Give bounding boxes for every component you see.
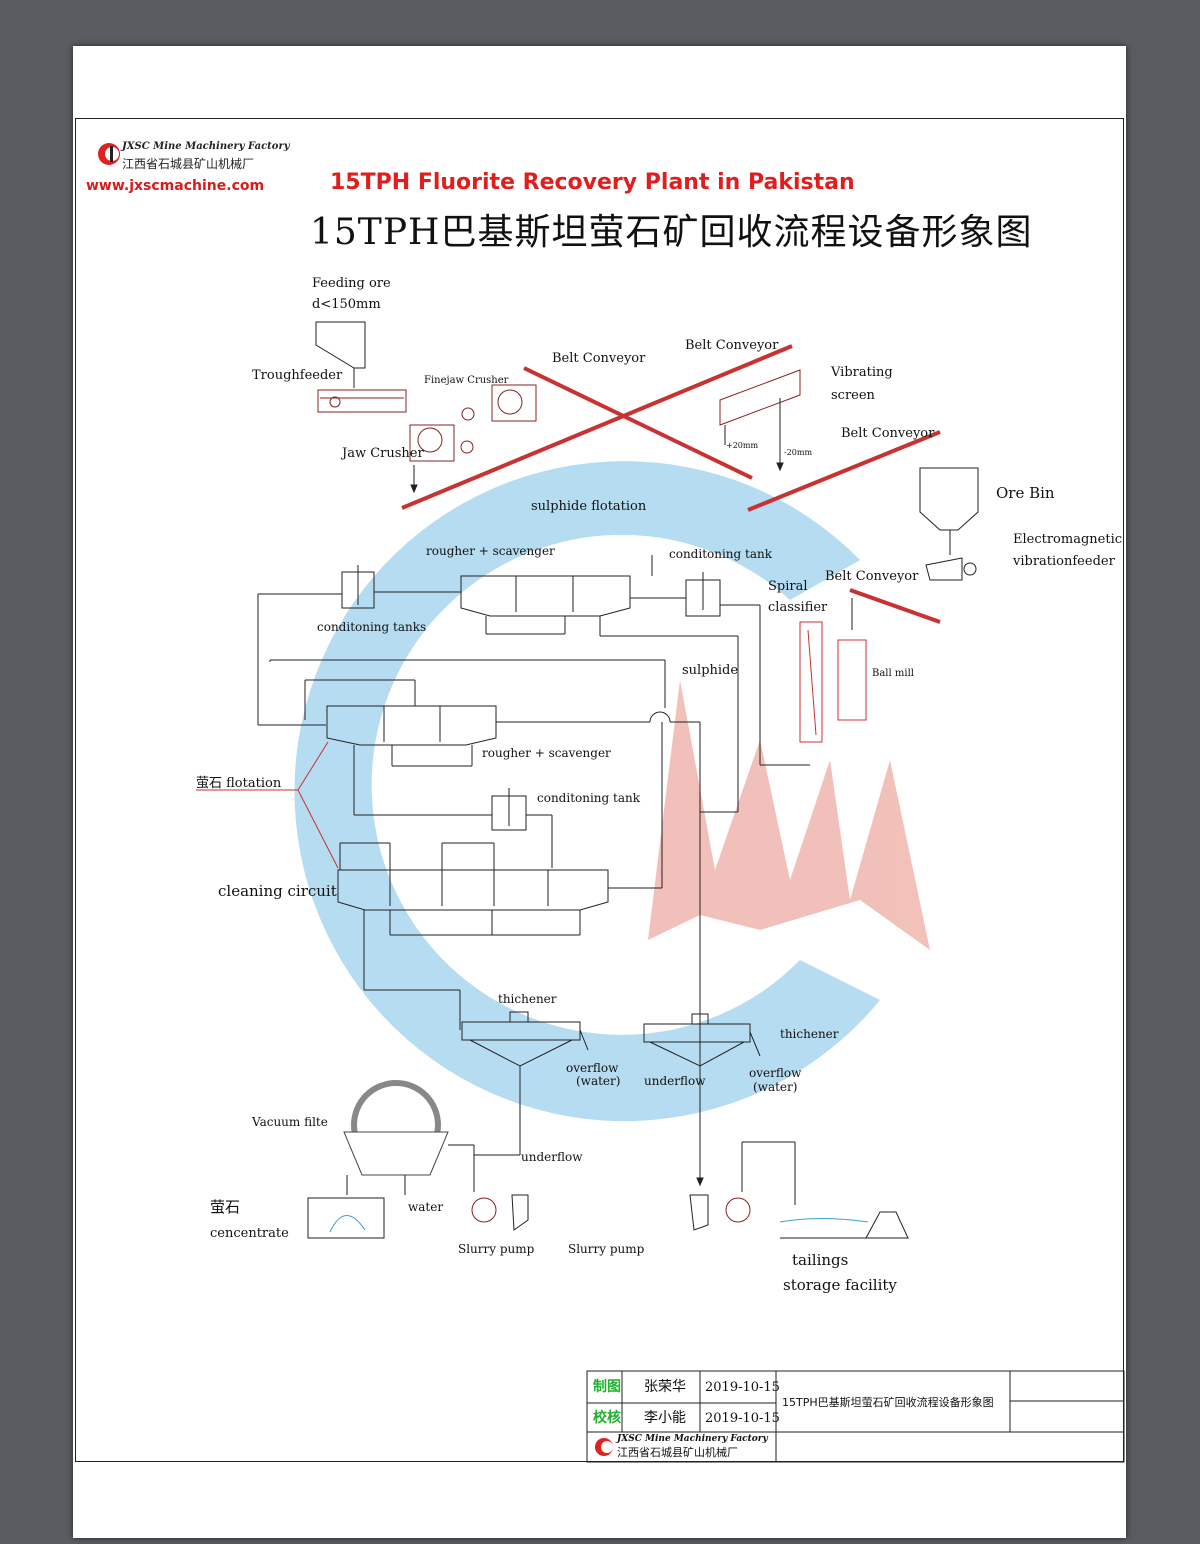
label-overflow-2: overflow	[749, 1066, 802, 1080]
tb-drawn-date: 2019-10-15	[705, 1380, 780, 1395]
tb-brand-en: JXSC Mine Machinery Factory	[617, 1434, 768, 1444]
label-plus20: +20mm	[726, 441, 759, 450]
label-belt-conveyor-1: Belt Conveyor	[552, 351, 646, 366]
label-conditioning-tank-1: conditoning tank	[669, 547, 773, 561]
slurry-pump-1-box	[511, 1194, 529, 1231]
slurry-pump-1	[471, 1197, 497, 1223]
finejaw-crusher	[491, 384, 537, 422]
label-conditioning-tank-2: conditoning tank	[537, 791, 641, 805]
label-tailings-2: storage facility	[783, 1276, 897, 1294]
label-ball-mill: Ball mill	[872, 668, 914, 679]
spiral-classifier	[799, 621, 823, 743]
label-vibrating-screen-2: screen	[831, 388, 875, 403]
label-minus20: -20mm	[784, 448, 813, 457]
feed-hopper	[315, 321, 366, 369]
watermark-logo	[294, 461, 930, 1122]
website-link[interactable]: www.jxscmachine.com	[86, 178, 265, 194]
label-feeding-ore: Feeding ore	[312, 276, 391, 291]
slurry-pump-2	[725, 1197, 751, 1223]
title-block-logo-icon	[595, 1438, 613, 1456]
label-sulphide-flotation: sulphide flotation	[531, 499, 647, 514]
belt-conveyor-3	[747, 430, 941, 512]
tb-drawing-title: 15TPH巴基斯坦萤石矿回收流程设备形象图	[782, 1396, 994, 1409]
trough-feeder	[317, 389, 407, 413]
label-belt-conveyor-2: Belt Conveyor	[685, 338, 779, 353]
title-cn: 15TPH巴基斯坦萤石矿回收流程设备形象图	[310, 212, 1033, 253]
tb-drawn-label: 制图	[593, 1379, 621, 1395]
label-water-1: (water)	[576, 1074, 621, 1088]
title-en: 15TPH Fluorite Recovery Plant in Pakista…	[330, 170, 855, 195]
label-em-feeder-2: vibrationfeeder	[1013, 554, 1115, 569]
brand-name-cn: 江西省石城县矿山机械厂	[122, 157, 255, 171]
label-ore-bin: Ore Bin	[996, 484, 1055, 502]
label-underflow-1: underflow	[644, 1074, 706, 1088]
belt-conveyor-2	[523, 366, 753, 480]
jaw-crusher	[409, 424, 455, 462]
label-troughfeeder: Troughfeeder	[252, 368, 343, 383]
tb-checked-date: 2019-10-15	[705, 1411, 780, 1426]
label-jaw-crusher: Jaw Crusher	[342, 446, 424, 461]
sulphide-flotation-cells	[460, 575, 631, 617]
belt-conveyor-4	[849, 588, 941, 624]
label-spiral-classifier-2: classifier	[768, 600, 828, 615]
label-feed-size: d<150mm	[312, 297, 381, 312]
brand-name-en: JXSC Mine Machinery Factory	[122, 141, 290, 152]
label-em-feeder-1: Electromagnetic	[1013, 532, 1123, 547]
label-belt-conveyor-4: Belt Conveyor	[825, 569, 919, 584]
label-belt-conveyor-3: Belt Conveyor	[841, 426, 935, 441]
label-water-2: (water)	[753, 1080, 798, 1094]
tb-drawn-name: 张荣华	[644, 1379, 686, 1395]
label-fluorite-flotation: 萤石 flotation	[196, 776, 282, 791]
vibrating-screen	[719, 369, 801, 426]
label-sulphide: sulphide	[682, 663, 739, 678]
label-vacuum-filter: Vacuum filte	[252, 1115, 328, 1129]
title-block-grid	[586, 1370, 1125, 1463]
flow-lines	[196, 321, 979, 1239]
belt-conveyor-1	[401, 344, 793, 510]
ore-bin	[919, 467, 979, 531]
tb-checked-label: 校核	[593, 1410, 621, 1426]
ball-mill	[837, 639, 867, 721]
slurry-pump-2-box	[689, 1194, 709, 1231]
label-rougher-scavenger-1: rougher + scavenger	[426, 544, 555, 558]
label-spiral-classifier-1: Spiral	[768, 579, 808, 594]
vacuum-filter	[343, 1080, 449, 1176]
label-thickener-1: thichener	[498, 992, 557, 1006]
brand-logo-icon	[98, 143, 120, 165]
label-concentrate-1: 萤石	[210, 1198, 241, 1216]
label-finejaw-crusher: Finejaw Crusher	[424, 375, 509, 386]
label-slurry-pump-2: Slurry pump	[568, 1242, 645, 1256]
electromagnetic-feeder	[925, 557, 963, 581]
fluorite-rougher-cells	[326, 705, 497, 746]
label-underflow-2: underflow	[521, 1150, 583, 1164]
tb-brand-cn: 江西省石城县矿山机械厂	[617, 1446, 738, 1459]
label-concentrate-2: cencentrate	[210, 1226, 289, 1241]
label-tailings-1: tailings	[792, 1251, 849, 1269]
tb-checked-name: 李小能	[644, 1410, 686, 1426]
label-water-3: water	[408, 1200, 444, 1214]
label-rougher-scavenger-2: rougher + scavenger	[482, 746, 611, 760]
drawing-sheet	[73, 46, 1126, 1538]
label-thickener-2: thichener	[780, 1027, 839, 1041]
label-slurry-pump-1: Slurry pump	[458, 1242, 535, 1256]
label-vibrating-screen-1: Vibrating	[831, 365, 893, 380]
label-cleaning-circuit: cleaning circuit	[218, 882, 337, 900]
concentrate-bin	[307, 1197, 385, 1239]
label-overflow-1: overflow	[566, 1061, 619, 1075]
label-conditioning-tanks: conditoning tanks	[317, 620, 427, 634]
